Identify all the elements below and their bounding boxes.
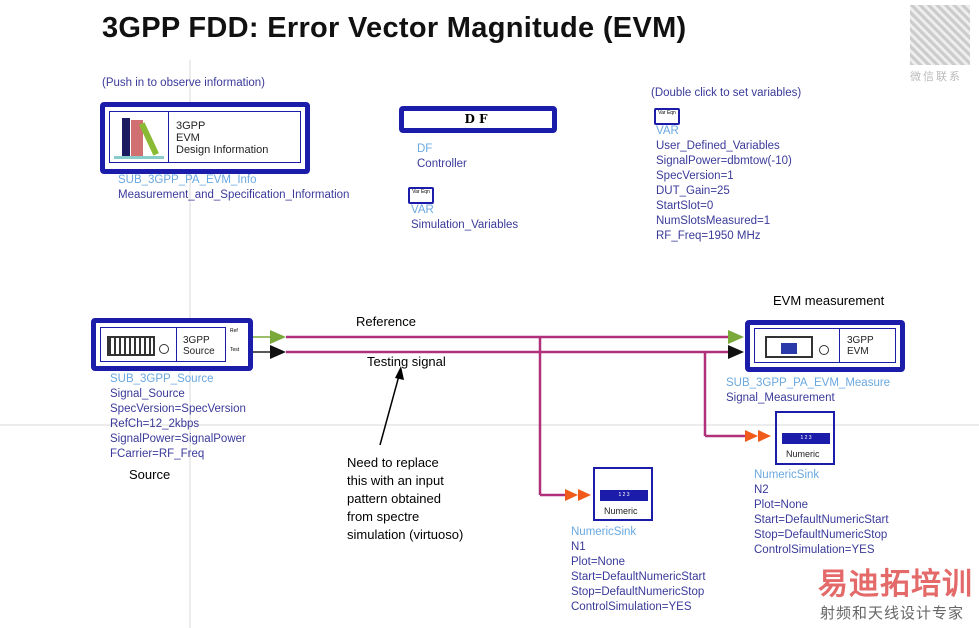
sink1-param: Start=DefaultNumericStart (571, 571, 706, 583)
3gpp-source-component[interactable]: 3GPP Source Ref Test (91, 318, 253, 371)
sink2-name: N2 (754, 484, 769, 496)
testing-signal-label: Testing signal (367, 354, 446, 369)
var-eqn-icon[interactable]: Var Eqn (654, 108, 680, 125)
source-caption: Source (129, 467, 171, 482)
source-line: 3GPP (183, 335, 210, 346)
uservar-param: RF_Freq=1950 MHz (656, 230, 761, 242)
uservar-name: VAR (656, 125, 679, 137)
annotation-line: this with an input (347, 473, 444, 488)
qr-code-icon (910, 5, 970, 65)
source-param: SpecVersion=SpecVersion (110, 403, 246, 415)
page-title: 3GPP FDD: Error Vector Magnitude (EVM) (102, 12, 687, 44)
uservar-param: SignalPower=dbmtow(-10) (656, 155, 792, 167)
simvar-description: Simulation_Variables (411, 219, 519, 231)
sink-label: Numeric (604, 506, 638, 516)
sink2-param: Start=DefaultNumericStart (754, 514, 889, 526)
brand-watermark: 易迪拓培训 (818, 568, 973, 601)
sink2-type: NumericSink (754, 469, 820, 481)
sink2-param: Plot=None (754, 499, 809, 511)
measure-instance-name: SUB_3GPP_PA_EVM_Measure (726, 377, 891, 389)
sink1-param: Plot=None (571, 556, 626, 568)
info-hint: (Push in to observe information) (102, 77, 265, 89)
source-description: Signal_Source (110, 388, 185, 400)
evm-measurement-caption: EVM measurement (773, 293, 885, 308)
df-controller-component[interactable]: DF (399, 106, 557, 133)
sink2-param: ControlSimulation=YES (754, 544, 875, 556)
design-info-component[interactable]: 3GPP EVM Design Information (100, 102, 310, 174)
qr-caption: 微信联系 (910, 71, 962, 83)
source-param: SignalPower=SignalPower (110, 433, 246, 445)
sink1-param: Stop=DefaultNumericStop (571, 586, 705, 598)
uservar-hint: (Double click to set variables) (651, 87, 802, 99)
annotation-line: pattern obtained (347, 491, 441, 506)
df-name: DF (417, 143, 433, 155)
brand-slogan: 射频和天线设计专家 (820, 605, 965, 622)
uservar-param: StartSlot=0 (656, 200, 714, 212)
reference-wire[interactable] (252, 330, 744, 497)
measure-line: 3GPP (847, 335, 874, 346)
port-test[interactable]: Test (230, 347, 240, 353)
uservar-description: User_Defined_Variables (656, 140, 780, 152)
source-param: RefCh=12_2kbps (110, 418, 200, 430)
info-line: EVM (176, 132, 200, 144)
uservar-param: NumSlotsMeasured=1 (656, 215, 771, 227)
books-icon (110, 112, 169, 162)
uservar-param: SpecVersion=1 (656, 170, 734, 182)
simvar-name: VAR (411, 204, 434, 216)
info-line: Design Information (176, 144, 269, 156)
numeric-sink-n1[interactable]: 1 2 3 Numeric (593, 467, 653, 521)
info-instance-name: SUB_3GPP_PA_EVM_Info (118, 174, 257, 186)
reference-label: Reference (356, 314, 416, 329)
testing-wire[interactable] (252, 345, 745, 438)
numeric-sink-n2[interactable]: 1 2 3 Numeric (775, 411, 835, 465)
numeric-display-icon: 1 2 3 (600, 490, 648, 501)
sink1-name: N1 (571, 541, 586, 553)
sink-arrows (565, 430, 771, 501)
sink1-type: NumericSink (571, 526, 637, 538)
annotation-line: simulation (virtuoso) (347, 527, 464, 542)
source-line: Source (183, 346, 215, 357)
numeric-display-icon: 1 2 3 (782, 433, 830, 444)
sink1-param: ControlSimulation=YES (571, 601, 692, 613)
df-description: Controller (417, 158, 467, 170)
signal-generator-icon (101, 328, 177, 361)
port-ref[interactable]: Ref (230, 328, 238, 334)
signal-analyzer-icon (755, 329, 840, 362)
source-instance-name: SUB_3GPP_Source (110, 373, 214, 385)
source-param: FCarrier=RF_Freq (110, 448, 205, 460)
evm-measure-component[interactable]: 3GPP EVM (745, 320, 905, 372)
var-eqn-icon[interactable]: Var Eqn (408, 187, 434, 204)
uservar-param: DUT_Gain=25 (656, 185, 730, 197)
annotation-line: from spectre (347, 509, 420, 524)
sink2-param: Stop=DefaultNumericStop (754, 529, 888, 541)
annotation-arrow (379, 366, 404, 446)
measure-description: Signal_Measurement (726, 392, 835, 404)
info-line: 3GPP (176, 120, 206, 132)
sink-label: Numeric (786, 449, 820, 459)
info-description: Measurement_and_Specification_Informatio… (118, 189, 350, 201)
annotation-line: Need to replace (347, 455, 439, 470)
measure-line: EVM (847, 346, 869, 357)
